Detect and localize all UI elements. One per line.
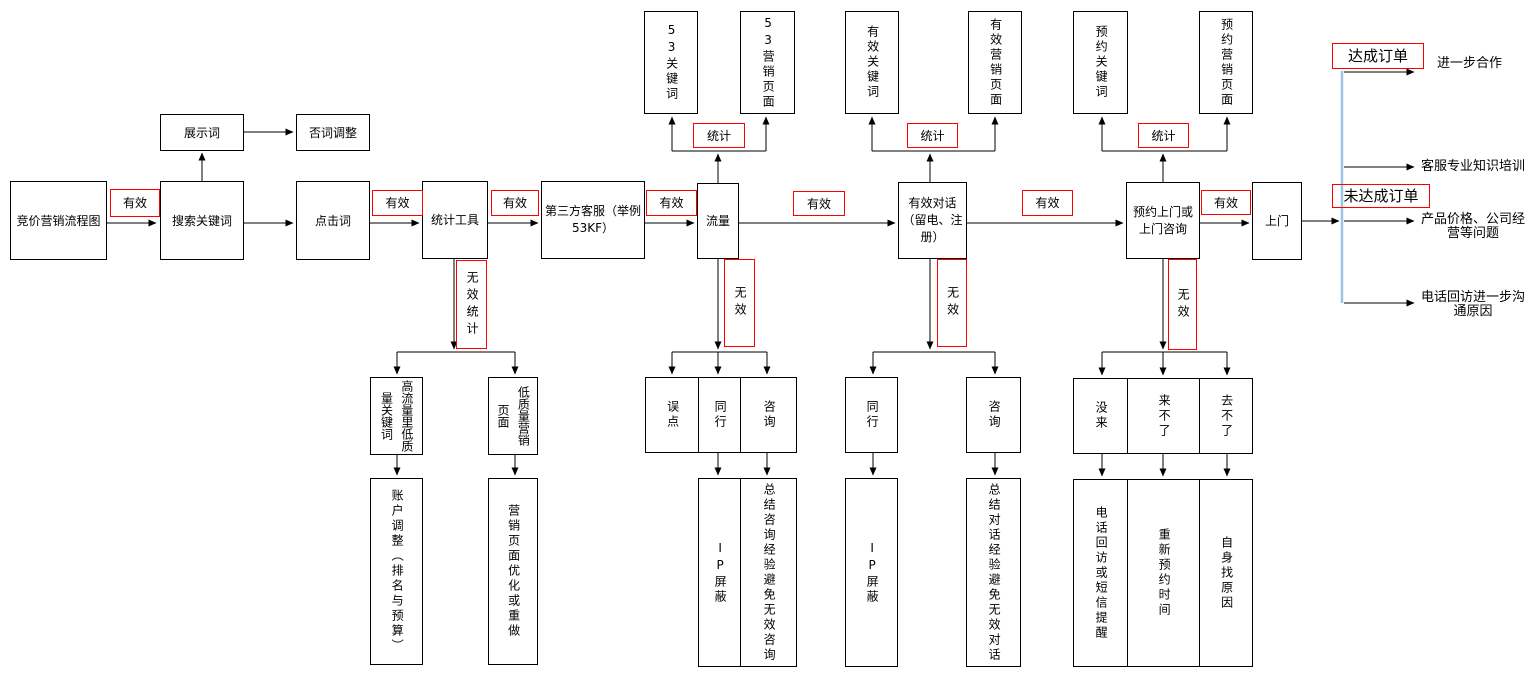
node-traffic-competitor: 同行 bbox=[698, 377, 741, 453]
node-negative-adjust: 否词调整 bbox=[296, 114, 370, 151]
node-53-pages: 53营销页面 bbox=[740, 11, 795, 114]
node-cannot-come: 来不了 bbox=[1127, 378, 1200, 454]
label-valid-7: 有效 bbox=[1201, 190, 1251, 215]
node-display-words: 展示词 bbox=[160, 114, 244, 151]
outcome-price-issue: 产品价格、公司经 营等问题 bbox=[1420, 212, 1525, 242]
label-valid-6: 有效 bbox=[1022, 190, 1073, 216]
node-appt-keywords: 预约关键词 bbox=[1073, 11, 1128, 114]
node-dialog-competitor: 同行 bbox=[845, 377, 898, 453]
label-invalid-stats: 无效统计 bbox=[456, 260, 487, 349]
node-page-optimize: 营销页面优化或重做 bbox=[488, 478, 538, 665]
label-valid-4: 有效 bbox=[646, 190, 697, 216]
node-valid-keywords: 有效关键词 bbox=[845, 11, 899, 114]
node-dialog-summary: 总结对话经验避免无效对话 bbox=[966, 478, 1021, 667]
node-cannot-go: 去不了 bbox=[1199, 378, 1253, 454]
label-invalid-3: 无效 bbox=[1168, 259, 1197, 350]
label-valid-5: 有效 bbox=[793, 191, 845, 216]
node-stats-tool: 统计工具 bbox=[422, 181, 488, 259]
main-flow-arrows bbox=[107, 128, 1340, 227]
node-traffic-summary: 总结咨询经验避免无效咨询 bbox=[740, 478, 797, 667]
node-no-show: 没来 bbox=[1073, 378, 1128, 454]
node-low-quality-pages: 低质量营销页面 bbox=[488, 377, 538, 455]
node-phone-reminder: 电话回访或短信提醒 bbox=[1073, 479, 1128, 667]
label-valid-2: 有效 bbox=[372, 190, 423, 216]
label-stats-2: 统计 bbox=[907, 123, 958, 148]
top-merge-arrows bbox=[668, 116, 1231, 183]
node-traffic: 流量 bbox=[697, 183, 739, 259]
node-traffic-inquiry: 咨询 bbox=[740, 377, 797, 453]
label-stats-3: 统计 bbox=[1138, 123, 1189, 148]
node-source: 竞价营销流程图 bbox=[10, 181, 107, 260]
node-reschedule: 重新预约时间 bbox=[1127, 479, 1200, 667]
node-dialog-ip-block: IP屏蔽 bbox=[845, 478, 898, 667]
node-traffic-ip-block: IP屏蔽 bbox=[698, 478, 741, 667]
node-appt-pages: 预约营销页面 bbox=[1199, 11, 1253, 114]
label-invalid-2: 无效 bbox=[937, 259, 967, 347]
node-high-traffic-low-quality: 高流量里低质量关键词 bbox=[370, 377, 423, 455]
node-self-reason: 自身找原因 bbox=[1199, 479, 1253, 667]
node-visit: 上门 bbox=[1252, 182, 1302, 260]
node-third-party-cs: 第三方客服（举例 53KF） bbox=[541, 181, 645, 259]
outcome-training: 客服专业知识培训 bbox=[1421, 159, 1526, 174]
node-search-keywords: 搜索关键词 bbox=[160, 181, 244, 260]
bottom-branch-arrows bbox=[393, 259, 1231, 477]
label-stats-1: 统计 bbox=[693, 123, 745, 148]
node-dialog-inquiry: 咨询 bbox=[966, 377, 1021, 453]
node-53-keywords: 53关键词 bbox=[644, 11, 698, 114]
node-click-words: 点击词 bbox=[296, 181, 370, 260]
label-valid-3: 有效 bbox=[491, 190, 539, 216]
label-order-not-done: 未达成订单 bbox=[1332, 184, 1430, 208]
outcome-cooperation: 进一步合作 bbox=[1437, 56, 1503, 71]
node-account-adjust: 账户调整（排名与预算） bbox=[370, 478, 423, 665]
label-order-done: 达成订单 bbox=[1332, 43, 1424, 69]
label-invalid-1: 无效 bbox=[724, 259, 755, 347]
outcome-arrows bbox=[1344, 68, 1415, 307]
outcome-callback: 电话回访进一步沟 通原因 bbox=[1420, 290, 1525, 320]
label-valid-1: 有效 bbox=[110, 189, 160, 217]
node-misclick: 误点 bbox=[645, 377, 699, 453]
node-valid-pages: 有效营销页面 bbox=[968, 11, 1022, 114]
node-appointment: 预约上门或 上门咨询 bbox=[1126, 182, 1200, 259]
node-valid-dialog: 有效对话 （留电、注 册） bbox=[898, 182, 967, 259]
